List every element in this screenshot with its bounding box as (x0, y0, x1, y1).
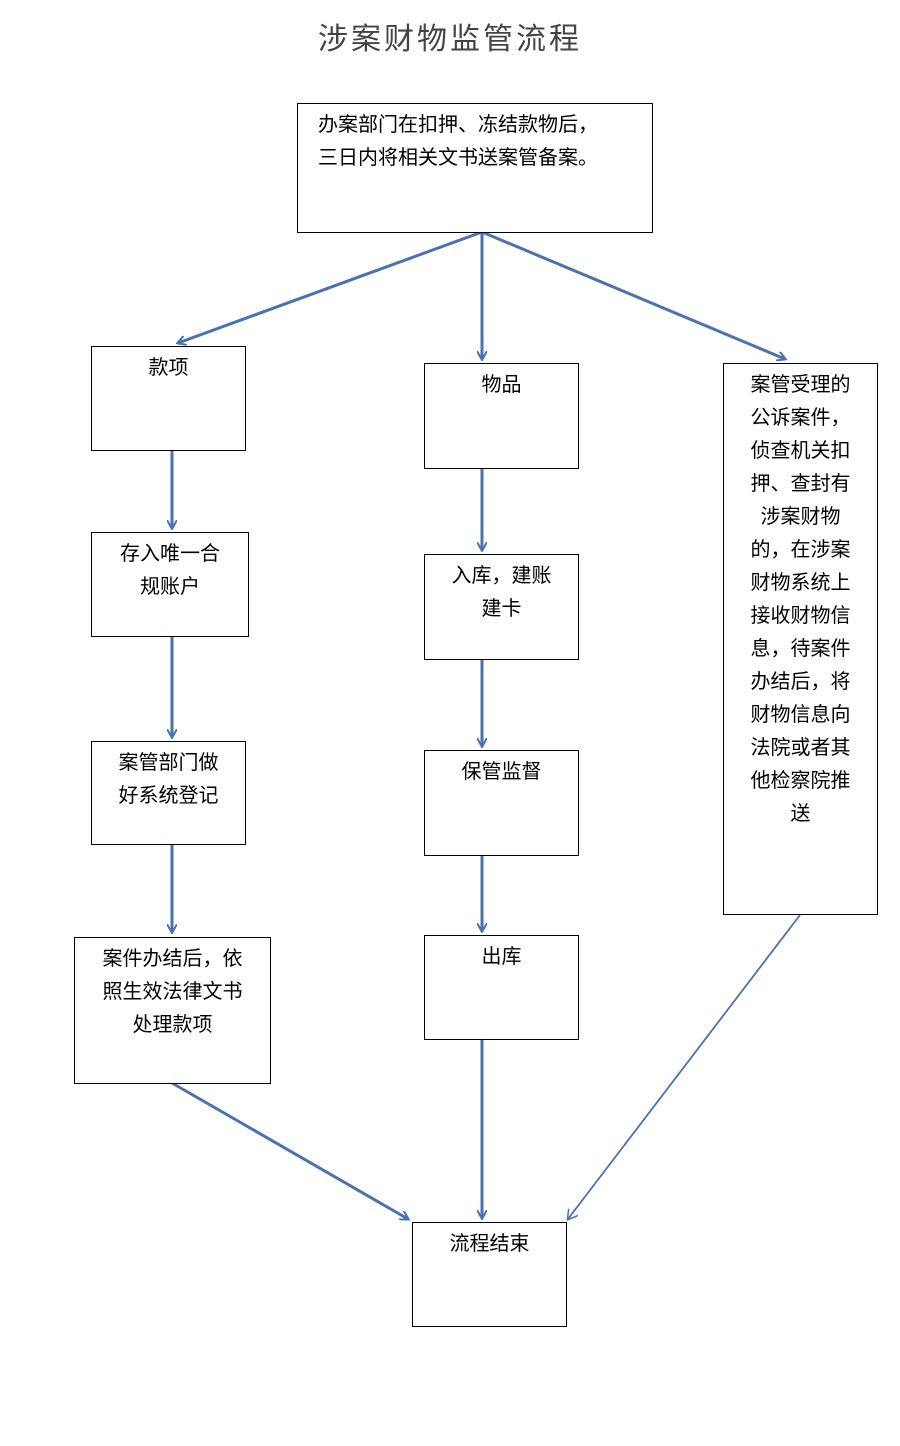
node-end: 流程结束 (412, 1222, 567, 1327)
arrow-money-3-to-end (171, 1081, 408, 1219)
node-end-text: 流程结束 (449, 1231, 530, 1255)
node-case-system-text: 案管受理的 公诉案件， 侦查机关扣 押、查封有 涉案财物 的，在涉案 财物系统上… (750, 372, 851, 825)
arrow-case-to-end (568, 914, 801, 1219)
node-case-system: 案管受理的 公诉案件， 侦查机关扣 押、查封有 涉案财物 的，在涉案 财物系统上… (723, 363, 878, 915)
node-goods-supervise: 保管监督 (424, 750, 579, 856)
node-money-dispose: 案件办结后，依 照生效法律文书 处理款项 (74, 937, 271, 1084)
node-start-text: 办案部门在扣押、冻结款物后， 三日内将相关文书送案管备案。 (318, 112, 598, 169)
node-start: 办案部门在扣押、冻结款物后， 三日内将相关文书送案管备案。 (297, 103, 653, 233)
diagram-title: 涉案财物监管流程 (318, 22, 582, 57)
node-goods-release: 出库 (424, 935, 579, 1040)
node-money-register-text: 案管部门做 好系统登记 (118, 750, 219, 807)
node-money: 款项 (91, 346, 246, 451)
node-goods-text: 物品 (481, 372, 522, 396)
node-money-deposit-text: 存入唯一合 规账户 (120, 541, 220, 598)
node-money-deposit: 存入唯一合 规账户 (91, 532, 249, 637)
node-goods-storage: 入库，建账 建卡 (424, 554, 579, 660)
arrow-start-to-case (481, 230, 785, 359)
node-goods-storage-text: 入库，建账 建卡 (451, 563, 552, 620)
node-goods-release-text: 出库 (481, 944, 522, 968)
arrow-start-to-money (178, 230, 483, 343)
node-money-text: 款项 (148, 355, 189, 379)
node-goods-supervise-text: 保管监督 (461, 759, 542, 783)
node-money-register: 案管部门做 好系统登记 (91, 741, 246, 845)
node-goods: 物品 (424, 363, 579, 469)
node-money-dispose-text: 案件办结后，依 照生效法律文书 处理款项 (102, 946, 243, 1036)
